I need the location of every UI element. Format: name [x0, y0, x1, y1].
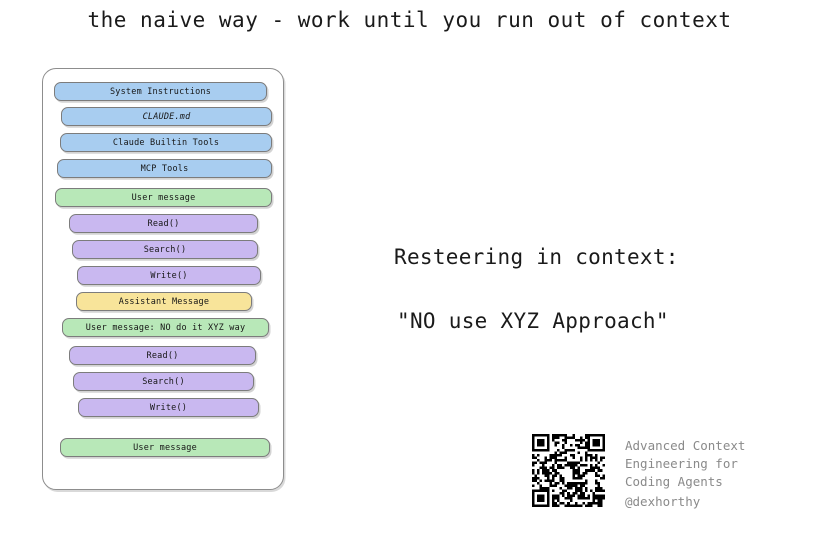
page-title: the naive way - work until you run out o…	[87, 8, 732, 32]
context-block: Read()	[69, 346, 256, 365]
qr-caption-line-2: Engineering for	[625, 456, 738, 471]
qr-code-icon[interactable]	[532, 434, 605, 507]
context-block: System Instructions	[54, 82, 267, 101]
context-block: User message	[60, 438, 270, 457]
context-block: User message	[55, 188, 272, 207]
callout-heading: Resteering in context:	[394, 245, 679, 269]
context-block: MCP Tools	[57, 159, 272, 178]
author-handle: @dexhorthy	[625, 494, 701, 509]
context-block: Assistant Message	[76, 292, 252, 311]
context-block: User message: NO do it XYZ way	[62, 318, 269, 337]
context-block: Read()	[69, 214, 258, 233]
context-block: Write()	[77, 266, 261, 285]
context-block: CLAUDE.md	[61, 107, 272, 126]
context-block: Write()	[78, 398, 259, 417]
qr-caption: Advanced Context Engineering for Coding …	[625, 437, 805, 511]
context-block: Claude Builtin Tools	[60, 133, 272, 152]
context-block: Search()	[73, 372, 254, 391]
context-block: Search()	[72, 240, 258, 259]
callout-quote: "NO use XYZ Approach"	[397, 309, 669, 333]
qr-caption-line-1: Advanced Context	[625, 438, 746, 453]
qr-caption-line-3: Coding Agents	[625, 474, 723, 489]
